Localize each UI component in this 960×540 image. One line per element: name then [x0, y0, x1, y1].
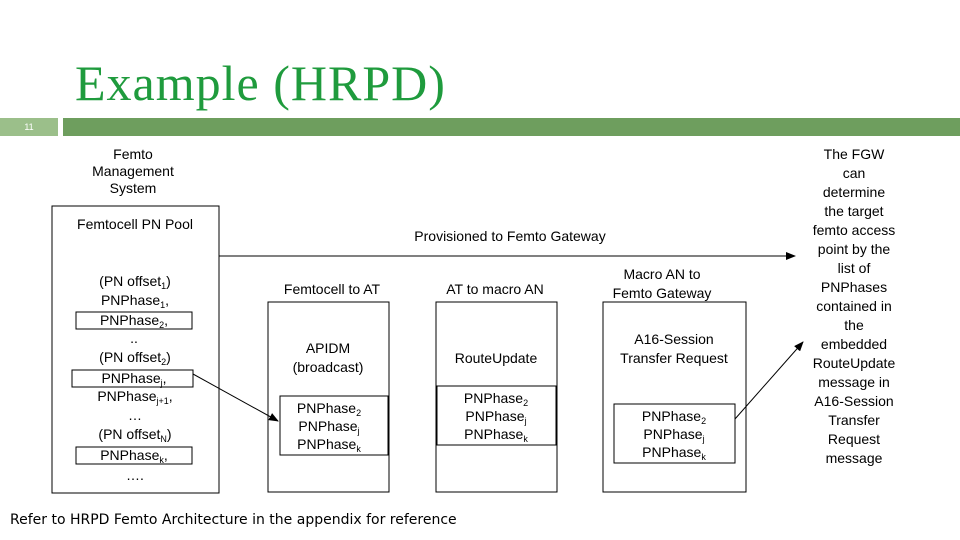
at-to-macro-header: AT to macro AN: [446, 281, 544, 297]
pool-to-femtocell-arrow: [192, 373, 279, 422]
femtocell-phase-list-box: [279, 395, 389, 456]
macro-phase-2: PNPhase2: [642, 408, 706, 426]
at-phase-2: PNPhase2: [464, 390, 528, 408]
slide-number: 11: [24, 122, 34, 132]
fgw-note-line: the target: [824, 203, 883, 219]
macro-phase-k: PNPhasek: [642, 444, 706, 462]
at-phase-k: PNPhasek: [464, 426, 528, 444]
fgw-note-line: can: [843, 165, 866, 181]
apidm-label: APIDM: [306, 340, 350, 356]
pool-pn-phase-j1: PNPhasej+1,: [97, 388, 172, 406]
femtocell-phase-2: PNPhase2: [297, 400, 361, 418]
pool-pn-phase-j-box: [71, 369, 194, 388]
macro-to-fgw-arrow: [734, 341, 804, 420]
a16-session-label: A16-Session: [634, 331, 713, 347]
macro-to-fgw-header-line-2: Femto Gateway: [613, 285, 712, 301]
femtocell-to-at-box: [267, 301, 390, 493]
fms-label-line-2: Management: [92, 163, 174, 179]
transfer-request-label: Transfer Request: [620, 350, 728, 366]
macro-phase-j: PNPhasej: [643, 426, 704, 444]
femtocell-to-at-header: Femtocell to AT: [284, 281, 381, 297]
at-phase-j: PNPhasej: [465, 408, 526, 426]
pn-pool-title: Femtocell PN Pool: [77, 216, 193, 232]
fgw-note-line: message: [826, 450, 883, 466]
macro-to-fgw-box: [602, 301, 747, 493]
fgw-note-line: A16-Session: [814, 393, 893, 409]
pn-pool-box: [51, 205, 220, 494]
fgw-note-line: contained in: [816, 298, 892, 314]
pool-pn-phase-k-box: [75, 446, 193, 465]
fgw-note-line: point by the: [818, 241, 891, 257]
fgw-note-line: embedded: [821, 336, 887, 352]
pool-pn-phase-1: PNPhase1,: [101, 292, 169, 310]
route-update-label: RouteUpdate: [455, 350, 538, 366]
provisioned-label: Provisioned to Femto Gateway: [414, 228, 605, 244]
fgw-note-line: femto access: [813, 222, 895, 238]
pool-pn-phase-2-box: [75, 311, 193, 330]
fms-label-line-1: Femto: [113, 146, 153, 162]
fgw-note-line: the: [844, 317, 864, 333]
slide-title: Example (HRPD): [75, 55, 446, 111]
fgw-note-line: RouteUpdate: [813, 355, 896, 371]
femtocell-phase-k: PNPhasek: [297, 436, 361, 454]
at-phase-list-box: [436, 385, 557, 446]
pool-pn-phase-2: PNPhase2,: [100, 312, 168, 330]
fgw-note-line: list of: [838, 260, 871, 276]
fgw-note-line: The FGW: [824, 146, 885, 162]
femtocell-phase-j: PNPhasej: [298, 418, 359, 436]
pool-dots-2: …: [128, 407, 142, 423]
pool-pn-offset-n: (PN offsetN): [98, 426, 171, 444]
fgw-note-line: Request: [828, 431, 880, 447]
pool-dots-3: ….: [126, 467, 144, 483]
fgw-note-line: Transfer: [828, 412, 880, 428]
pool-pn-offset-1: (PN offset1): [99, 273, 171, 291]
fgw-note-line: determine: [823, 184, 885, 200]
title-divider-bar: [63, 118, 960, 136]
fgw-note-line: PNPhases: [821, 279, 887, 295]
pool-pn-phase-k: PNPhasek,: [100, 447, 168, 465]
slide-number-bar: [0, 118, 58, 136]
pool-pn-offset-2: (PN offset2): [99, 349, 171, 367]
macro-phase-list-box: [613, 403, 736, 464]
footer-reference-note: Refer to HRPD Femto Architecture in the …: [10, 512, 457, 528]
fgw-note-line: message in: [818, 374, 890, 390]
macro-to-fgw-header-line-1: Macro AN to: [623, 266, 700, 282]
fgw-note: The FGW can determine the target femto a…: [813, 146, 896, 466]
pool-dots-1: ..: [130, 330, 138, 346]
at-to-macro-box: [435, 301, 558, 493]
fms-label-line-3: System: [110, 180, 157, 196]
pool-pn-phase-j: PNPhasej,: [101, 370, 166, 388]
apidm-broadcast-label: (broadcast): [293, 359, 364, 375]
